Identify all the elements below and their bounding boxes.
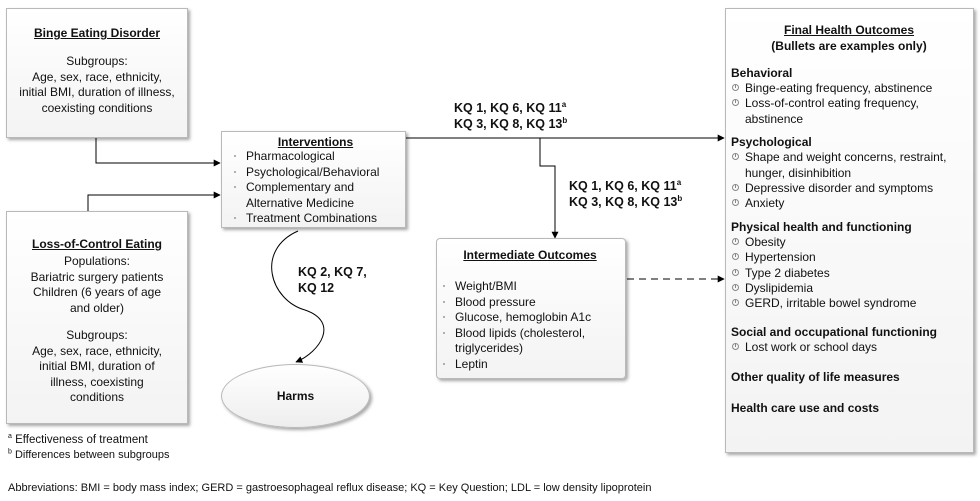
loss-of-control-title: Loss-of-Control Eating [32,237,162,251]
intermediate-outcomes-title: Intermediate Outcomes [463,248,597,262]
interventions-title: Interventions [277,135,354,149]
physical-item: GERD, irritable bowel syndrome [731,296,967,311]
intermediate-item: Glucose, hemoglobin A1c [441,310,619,326]
kq-label-final: KQ 1, KQ 6, KQ 11a KQ 3, KQ 8, KQ 13b [454,99,568,131]
interventions-box: Interventions Pharmacological Psychologi… [221,131,406,228]
quality-of-life-heading: Other quality of life measures [731,370,900,385]
final-outcomes-title: Final Health Outcomes [783,23,915,37]
psychological-list: Shape and weight concerns, restraint, hu… [731,150,967,212]
kq-label-harms: KQ 2, KQ 7, KQ 12 [298,265,367,295]
intermediate-outcomes-list: Weight/BMI Blood pressure Glucose, hemog… [441,279,619,372]
footnote-b: b Differences between subgroups [8,448,170,461]
arrow-loc-to-interventions [87,191,221,211]
abbreviations-line: Abbreviations: BMI = body mass index; GE… [8,482,652,494]
behavioral-list: Binge-eating frequency, abstinence Loss-… [731,81,967,127]
intermediate-item-continued: triglycerides) [455,341,524,355]
behavioral-heading: Behavioral [731,66,793,80]
social-item: Lost work or school days [731,340,967,355]
loc-subgroups-label: Subgroups: [66,328,128,342]
social-functioning-list: Lost work or school days [731,340,967,355]
intervention-item-continued: Alternative Medicine [246,195,355,210]
physical-health-list: Obesity Hypertension Type 2 diabetes Dys… [731,235,967,312]
intervention-item: Treatment Combinations [232,211,399,227]
loss-of-control-eating-box: Loss-of-Control Eating Populations: Bari… [6,211,188,424]
loc-subgroups-line: Age, sex, race, ethnicity, [32,343,162,358]
binge-subgroups-line: Age, sex, race, ethnicity, [32,69,162,84]
loc-population-line: Bariatric surgery patients [30,269,164,284]
loc-subgroups-line: conditions [69,390,125,404]
binge-eating-disorder-title: Binge Eating Disorder [33,26,161,40]
behavioral-item-continued: abstinence [745,111,804,126]
footnote-a: a Effectiveness of treatment [8,433,148,446]
behavioral-item: Loss-of-control eating frequency, [731,96,967,111]
behavioral-item: Binge-eating frequency, abstinence [731,81,967,96]
intervention-item: Psychological/Behavioral [232,165,399,181]
physical-item: Dyslipidemia [731,281,967,296]
harms-ellipse: Harms [221,364,370,428]
intervention-item: Pharmacological [232,149,399,165]
intermediate-item: Blood pressure [441,295,619,311]
arrow-binge-to-interventions [95,138,221,167]
intermediate-item: Blood lipids (cholesterol, [441,326,619,342]
binge-subgroups-label: Subgroups: [66,54,128,68]
loc-subgroups-line: initial BMI, duration of [39,359,155,373]
intermediate-item: Weight/BMI [441,279,619,295]
intermediate-item: Leptin [441,357,619,373]
physical-health-heading: Physical health and functioning [731,219,912,234]
loc-population-line: Children (6 years of age [32,285,162,299]
physical-item: Hypertension [731,250,967,265]
intermediate-outcomes-box: Intermediate Outcomes Weight/BMI Blood p… [436,238,626,379]
arrow-to-intermediate [539,138,559,239]
psychological-item: Anxiety [731,196,967,211]
final-health-outcomes-box: Final Health Outcomes (Bullets are examp… [725,8,974,453]
final-outcomes-subtitle: (Bullets are examples only) [771,39,927,53]
social-functioning-heading: Social and occupational functioning [731,324,938,339]
physical-item: Type 2 diabetes [731,266,967,281]
psychological-item: Depressive disorder and symptoms [731,181,967,196]
kq-label-intermediate: KQ 1, KQ 6, KQ 11a KQ 3, KQ 8, KQ 13b [569,177,683,209]
binge-subgroups-line: initial BMI, duration of illness, [19,85,175,99]
physical-item: Obesity [731,235,967,250]
loc-populations-label: Populations: [63,254,131,268]
harms-label: Harms [276,389,315,403]
loc-population-line: and older) [69,300,125,315]
psychological-item-continued: hunger, disinhibition [745,165,852,180]
health-care-use-heading: Health care use and costs [731,401,880,416]
psychological-item: Shape and weight concerns, restraint, [731,150,967,165]
binge-subgroups-line: coexisting conditions [41,100,153,115]
intervention-item: Complementary and [232,180,399,196]
arrow-interventions-to-harms [271,230,325,363]
interventions-list: Pharmacological Psychological/Behavioral… [232,149,399,227]
psychological-heading: Psychological [731,135,812,150]
loc-subgroups-line: illness, coexisting [50,374,144,389]
binge-eating-disorder-box: Binge Eating Disorder Subgroups: Age, se… [6,8,188,138]
